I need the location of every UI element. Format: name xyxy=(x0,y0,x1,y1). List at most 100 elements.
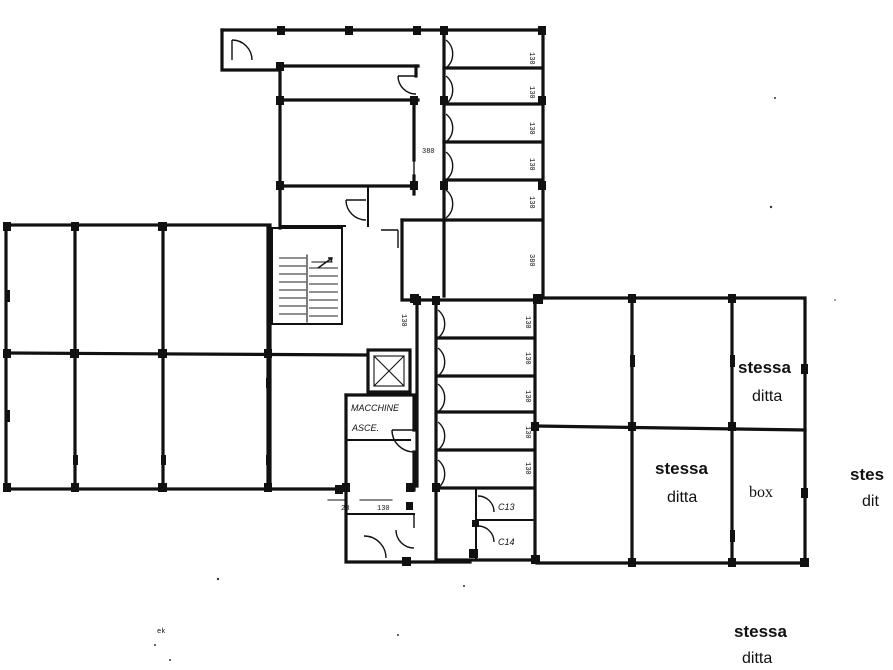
dimension-label: 380 xyxy=(527,254,535,267)
door-swing xyxy=(345,199,367,221)
elevator-shaft xyxy=(366,348,412,394)
left-wing-mid-wall xyxy=(6,351,367,357)
column xyxy=(345,26,353,35)
door-swing xyxy=(437,459,446,489)
dimension-label: 28 xyxy=(341,505,349,513)
column xyxy=(800,558,809,567)
column xyxy=(3,349,11,358)
column xyxy=(3,483,11,492)
column xyxy=(801,488,808,498)
stair-arrow xyxy=(317,257,333,269)
staircase xyxy=(271,227,343,325)
room-labels: MACCHINE ASCE. C13 C14 stessa ditta stes… xyxy=(157,358,884,667)
tenant-label-cropped: stes xyxy=(850,465,884,484)
door-swing xyxy=(381,229,399,248)
column xyxy=(440,26,448,35)
dimension-label: 130 xyxy=(523,390,531,403)
tenant-label-2: ditta xyxy=(742,650,772,667)
staircase-outline xyxy=(271,227,343,325)
dimension-label: 130 xyxy=(523,462,531,475)
door-swing xyxy=(477,495,495,513)
lower-wing-outline xyxy=(434,300,537,562)
left-wing-outline xyxy=(4,223,272,491)
upper-wing xyxy=(220,26,546,304)
column xyxy=(342,483,350,492)
door-swing xyxy=(437,421,446,451)
column xyxy=(538,26,546,35)
column xyxy=(161,455,166,465)
dimension-label: 130 xyxy=(523,316,531,329)
column xyxy=(538,181,546,190)
door-swing xyxy=(363,535,387,559)
column xyxy=(469,549,478,558)
box-label: box xyxy=(749,484,773,501)
dimension-label: 130 xyxy=(527,158,535,171)
room-code-c13: C13 xyxy=(498,502,515,512)
column xyxy=(158,222,167,231)
column xyxy=(730,355,735,367)
door-swing xyxy=(437,347,446,377)
column xyxy=(158,349,167,358)
dimension-label: 130 xyxy=(523,352,531,365)
column xyxy=(531,555,540,564)
right-wing xyxy=(531,294,809,567)
upper-wing-left-wall xyxy=(220,28,282,230)
dimension-label: 130 xyxy=(399,314,407,327)
column xyxy=(73,455,78,465)
column xyxy=(410,96,418,105)
door-swing xyxy=(395,514,415,549)
column xyxy=(630,355,635,367)
column xyxy=(277,26,285,35)
column xyxy=(406,483,414,492)
scan-specks xyxy=(154,97,836,661)
column xyxy=(432,296,440,305)
column xyxy=(801,364,808,374)
column xyxy=(264,483,272,492)
column xyxy=(3,222,11,231)
dimension-labels: 130 130 130 130 130 380 380 130 130 130 … xyxy=(341,52,535,513)
column xyxy=(70,349,79,358)
column xyxy=(402,557,411,566)
elevator-car xyxy=(373,355,405,387)
column xyxy=(264,349,272,358)
tenant-label: stessa xyxy=(738,358,791,377)
dimension-label: 130 xyxy=(527,52,535,65)
dimension-label: 130 xyxy=(377,505,390,513)
column xyxy=(410,181,418,190)
scan-mark: ek xyxy=(157,628,165,636)
column xyxy=(728,422,736,431)
dimension-label: 130 xyxy=(527,122,535,135)
column xyxy=(266,455,271,465)
door-swing xyxy=(445,113,454,143)
dimension-label: 130 xyxy=(523,426,531,439)
door-swing xyxy=(445,39,454,69)
door-swing xyxy=(437,309,446,339)
tenant-label-2: ditta xyxy=(667,489,697,506)
column xyxy=(628,558,636,567)
dimension-label: 130 xyxy=(527,196,535,209)
right-wing-mid-wall xyxy=(535,424,807,432)
storage-room xyxy=(400,218,543,302)
column xyxy=(71,483,79,492)
column xyxy=(728,558,736,567)
dimension-label: 380 xyxy=(422,148,435,156)
column xyxy=(413,296,421,305)
column xyxy=(5,290,10,302)
column xyxy=(5,410,10,422)
column xyxy=(728,294,736,303)
column xyxy=(531,422,539,431)
column xyxy=(158,483,167,492)
door-swing xyxy=(445,151,454,181)
machine-room-label-2: ASCE. xyxy=(351,423,379,433)
tenant-label: stessa xyxy=(734,622,787,641)
column xyxy=(730,530,735,542)
column xyxy=(276,62,284,71)
door-swing xyxy=(445,189,454,219)
column xyxy=(406,502,413,510)
door-swing xyxy=(391,429,415,453)
door-swing xyxy=(231,39,253,61)
tenant-label: stessa xyxy=(655,459,708,478)
tenant-label-2: ditta xyxy=(752,388,782,405)
left-wing xyxy=(3,222,367,494)
